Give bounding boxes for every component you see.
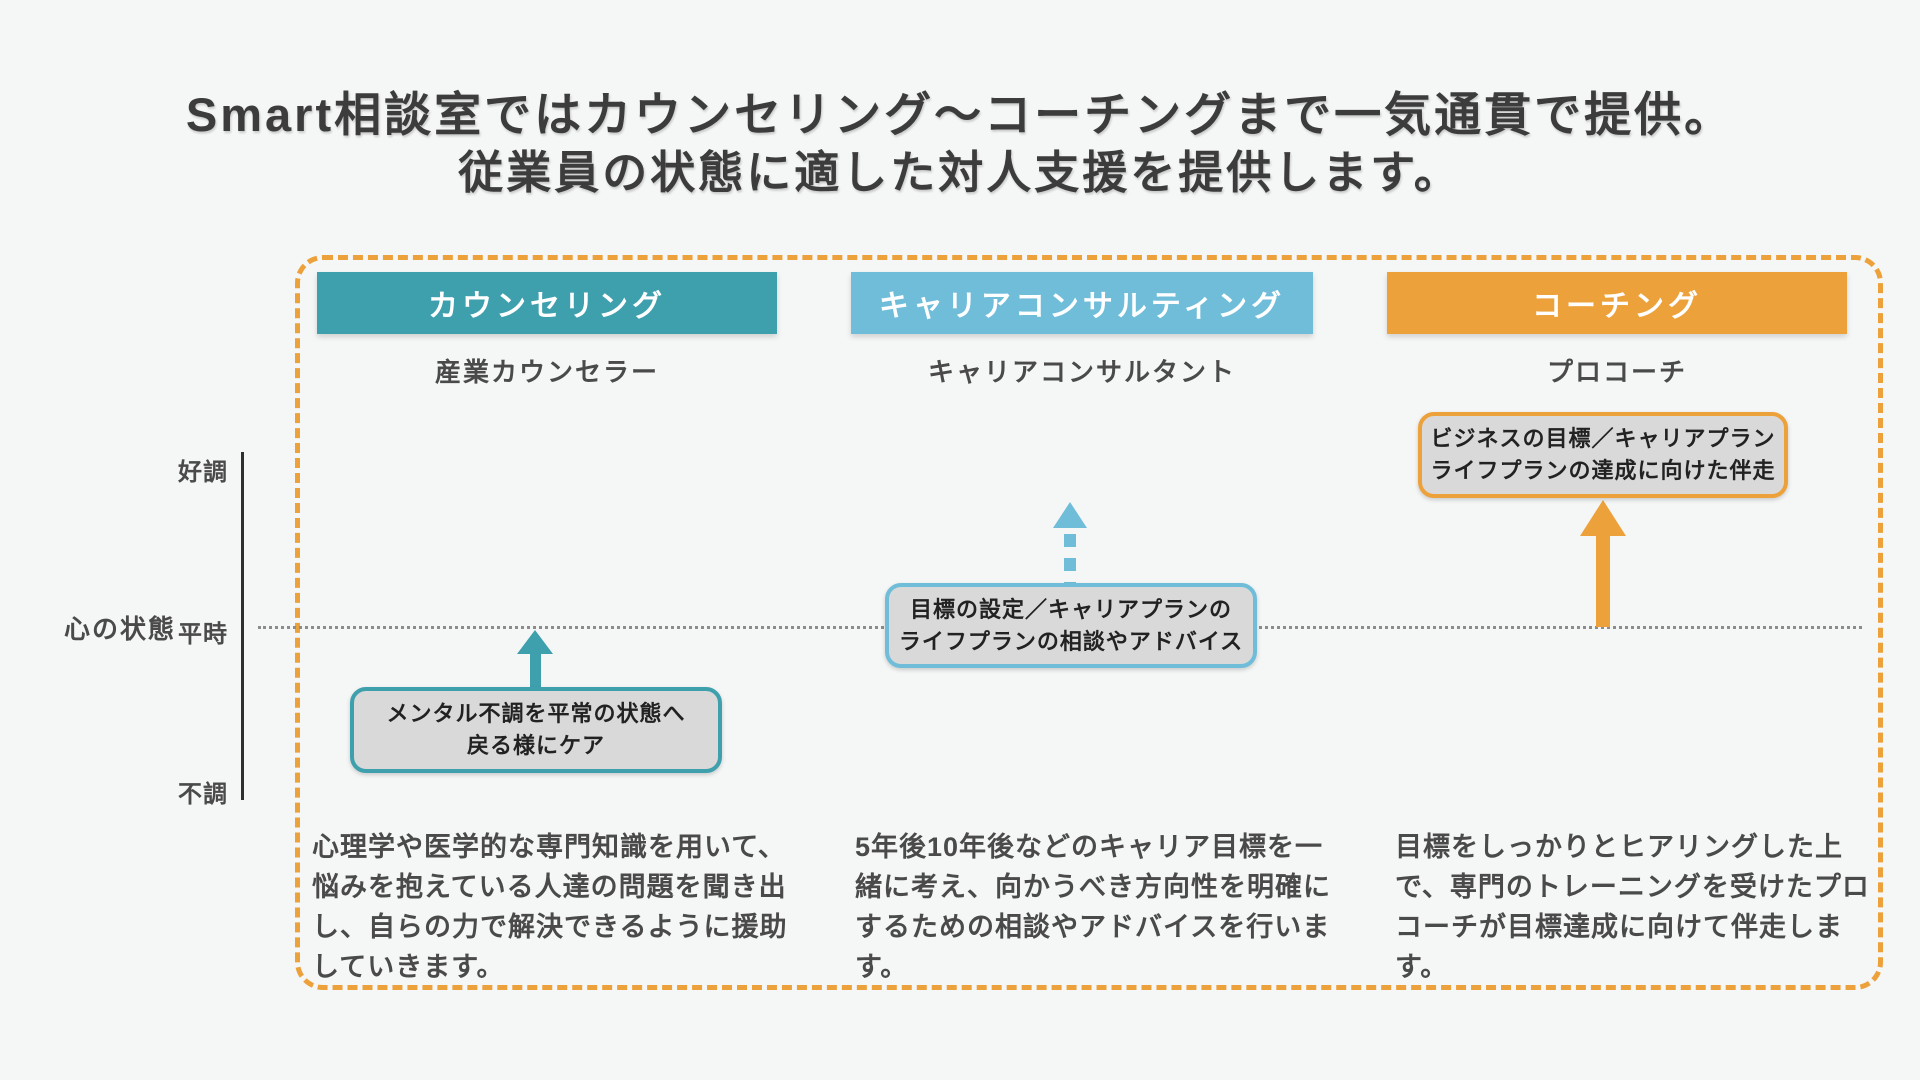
axis-tick-normal: 平時: [178, 621, 228, 648]
axis-label-mental-state: 心の状態: [63, 614, 176, 644]
callout-counseling: メンタル不調を平常の状態へ 戻る様にケア: [350, 687, 722, 773]
career-consulting-dashed-arrow-up-icon: [1053, 502, 1087, 528]
callout-career-consulting: 目標の設定／キャリアプランの ライフプランの相談やアドバイス: [885, 583, 1257, 668]
page-title: Smart相談室ではカウンセリング～コーチングまで一気通貫で提供。 従業員の状態…: [0, 86, 1920, 202]
header-coaching: コーチング: [1387, 272, 1847, 334]
description-coaching: 目標をしっかりとヒアリングした上で、専門のトレーニングを受けたプロコーチが目標達…: [1395, 832, 1870, 982]
axis-vertical-line: [241, 452, 244, 800]
coaching-arrow-up-icon: [1580, 500, 1626, 536]
description-counseling: 心理学や医学的な専門知識を用いて、悩みを抱えている人達の問題を聞き出し、自らの力…: [312, 832, 788, 982]
axis-tick-good: 好調: [178, 459, 228, 486]
callout-counseling-line2: 戻る様にケア: [466, 733, 605, 758]
provider-career-consultant: キャリアコンサルタント: [927, 356, 1236, 387]
callout-career-consulting-line1: 目標の設定／キャリアプランの: [909, 596, 1232, 622]
coaching-arrow-shaft: [1596, 532, 1610, 627]
provider-pro-coach: プロコーチ: [1546, 356, 1687, 387]
page-title-line1: Smart相談室ではカウンセリング～コーチングまで一気通貫で提供。: [185, 88, 1735, 141]
provider-industrial-counselor: 産業カウンセラー: [434, 356, 659, 387]
dashed-frame: [295, 255, 1883, 990]
career-consulting-dashed-arrow-shaft: [1064, 534, 1076, 584]
callout-coaching-line2: ライフプランの達成に向けた伴走: [1430, 458, 1776, 483]
description-career-consulting: 5年後10年後などのキャリア目標を一緒に考え、向かうべき方向性を明確にするための…: [855, 832, 1331, 982]
callout-counseling-line1: メンタル不調を平常の状態へ: [386, 701, 686, 726]
axis-tick-poor: 不調: [178, 781, 228, 808]
callout-coaching: ビジネスの目標／キャリアプラン ライフプランの達成に向けた伴走: [1418, 412, 1788, 498]
counseling-arrow-up-icon: [517, 630, 553, 654]
page-title-line2: 従業員の状態に適した対人支援を提供します。: [458, 147, 1462, 198]
header-career-consulting: キャリアコンサルティング: [851, 272, 1313, 334]
counseling-arrow-shaft: [530, 651, 541, 689]
callout-coaching-line1: ビジネスの目標／キャリアプラン: [1430, 426, 1776, 451]
header-counseling: カウンセリング: [317, 272, 777, 334]
callout-career-consulting-line2: ライフプランの相談やアドバイス: [898, 628, 1244, 654]
